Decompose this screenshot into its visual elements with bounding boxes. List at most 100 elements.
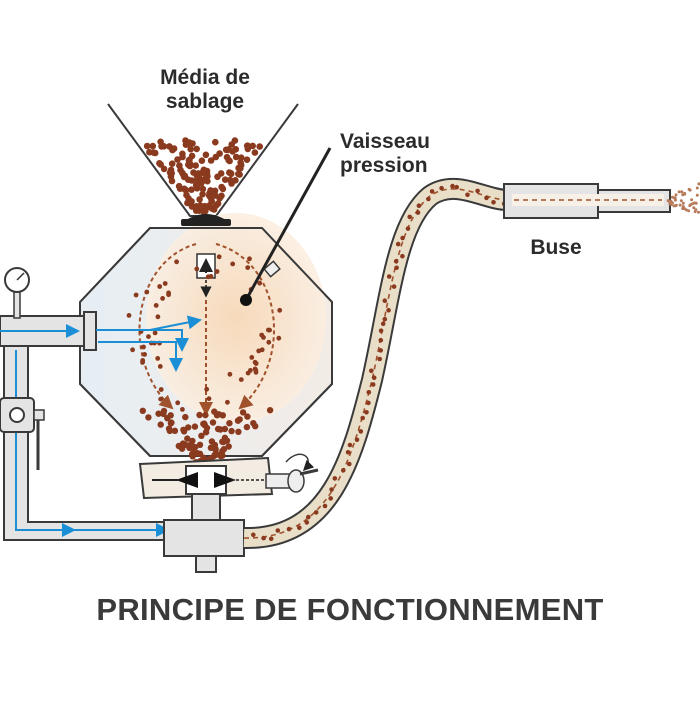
media-particle (218, 192, 225, 200)
media-particle (395, 241, 401, 247)
media-particle (167, 412, 174, 419)
media-particle (226, 420, 233, 427)
media-particle (259, 332, 265, 338)
spray-media (666, 182, 700, 214)
media-particle (227, 170, 235, 177)
media-particle (416, 203, 422, 208)
blast-hose (243, 177, 509, 550)
media-particle (196, 411, 203, 419)
media-label: Média de sablage (130, 66, 280, 114)
media-particle (180, 407, 185, 412)
media-particle (218, 183, 225, 191)
media-particle (167, 420, 175, 427)
media-particle (213, 451, 221, 458)
media-particle (386, 308, 391, 313)
media-particle (222, 146, 230, 154)
media-particle (679, 199, 683, 203)
media-particle (179, 150, 186, 158)
media-particle (152, 330, 158, 336)
media-particle (380, 321, 386, 327)
media-particle (196, 196, 203, 203)
media-particle (391, 284, 397, 289)
media-particle (277, 307, 283, 313)
media-particle (188, 203, 196, 210)
media-particle (297, 525, 302, 531)
media-particle (220, 446, 228, 453)
media-particle (697, 210, 700, 214)
media-particle (149, 142, 157, 150)
media-particle (261, 535, 266, 541)
media-particle (223, 153, 231, 161)
media-particle (239, 409, 247, 416)
media-particle (366, 390, 372, 395)
media-particle (377, 356, 383, 362)
media-particle (670, 195, 674, 199)
media-particle (370, 382, 376, 387)
media-particle (157, 364, 163, 369)
media-particle (322, 503, 328, 509)
media-particle (378, 328, 384, 334)
media-particle (180, 426, 187, 433)
media-particle (202, 411, 209, 419)
media-particle (126, 313, 132, 318)
media-particle (266, 327, 271, 333)
media-particle (688, 204, 692, 208)
media-particle (257, 280, 263, 286)
rotation-arrow-icon (285, 453, 315, 472)
media-particle (329, 487, 334, 492)
media-particle (189, 450, 196, 458)
media-particle (366, 400, 371, 406)
internal-media-flow (138, 243, 275, 416)
media-particle (354, 437, 360, 443)
media-particle (407, 214, 413, 220)
media-particle (174, 156, 181, 163)
media-particle (275, 528, 281, 533)
media-particle (207, 157, 215, 164)
media-particle (145, 414, 152, 421)
media-particle (347, 461, 352, 467)
media-particle (198, 432, 205, 439)
media-particle (678, 203, 682, 207)
media-particle (193, 145, 200, 153)
media-particle (158, 396, 164, 402)
media-particle (360, 415, 366, 421)
media-particle (691, 202, 695, 206)
media-particle (256, 348, 262, 354)
media-particle (162, 281, 168, 286)
media-particle (690, 198, 694, 202)
media-particle (186, 139, 193, 146)
media-particle (400, 235, 405, 241)
media-particle (208, 274, 214, 279)
media-particle (158, 143, 165, 150)
media-particle (306, 514, 311, 520)
media-particle (141, 344, 146, 350)
media-particle (382, 316, 388, 322)
media-particle (192, 181, 200, 189)
media-particle (157, 421, 164, 428)
vessel-label-pointer (240, 147, 332, 306)
media-particle (393, 258, 399, 264)
media-particle (160, 165, 168, 173)
media-particle (189, 437, 196, 445)
media-particle (184, 176, 192, 183)
media-particle (693, 210, 697, 214)
media-particle (146, 148, 153, 156)
media-particle (382, 298, 388, 304)
media-particle (216, 254, 222, 260)
media-particle (405, 226, 411, 231)
media-particle (687, 187, 691, 191)
media-particle (465, 192, 470, 198)
media-particle (166, 292, 172, 298)
media-particle (196, 441, 204, 448)
media-particle (201, 175, 209, 183)
media-particle (142, 352, 148, 357)
media-particle (214, 173, 221, 181)
media-particle (194, 266, 200, 272)
media-particle (378, 337, 384, 343)
media-particle (400, 253, 405, 259)
media-particle (139, 407, 146, 414)
media-particle (243, 423, 251, 431)
media-particle (245, 265, 251, 270)
media-particle (695, 186, 699, 190)
